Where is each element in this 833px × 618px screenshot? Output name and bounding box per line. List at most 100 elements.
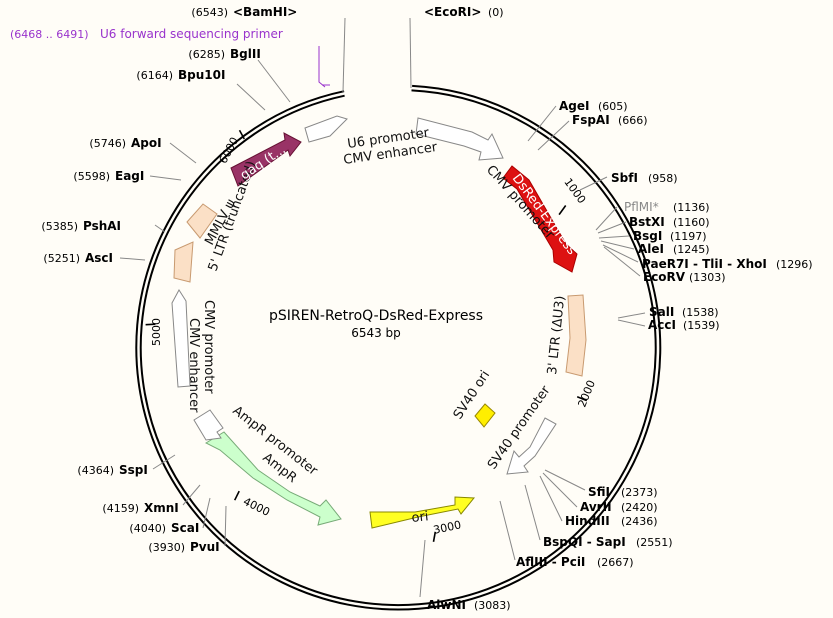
feature-arrow-cmv-enhancer-right [415,117,504,161]
site-name-ecori: <EcoRI> [424,5,481,19]
site-pos-sspi: (4364) [77,464,114,477]
site-name-pshai: PshAI [83,219,121,233]
tick-mark-6000 [238,129,246,140]
feature-label-cmv-enhancer-left: CMV enhancer [186,318,201,413]
leader-site-cluster-1100-1300 [595,206,641,277]
site-name-hindiii: HindIII [565,514,610,528]
feature-box-mmlv-psi [186,203,218,239]
site-name-bglii: BglII [230,47,261,61]
site-pos-hindiii: (2436) [621,515,658,528]
tick-label-3000: 3000 [432,518,462,537]
feature-arrow-ampr-promoter [193,409,224,441]
tick-label-5000: 5000 [150,318,163,346]
plasmid-name: pSIREN-RetroQ-DsRed-Express [269,308,483,324]
site-pos-bstxi: (1160) [673,216,710,229]
leader-bglii [257,59,291,103]
site-pos-acci: (1539) [683,319,720,332]
leader-xmni [182,484,201,506]
site-leader-lines [119,17,646,598]
feature-box-3ltr [565,294,587,377]
primer-name: U6 forward sequencing primer [100,27,283,41]
site-pos-asci: (5251) [43,252,80,265]
site-name-avrii: AvrII [580,500,612,514]
site-pos-fspai: (666) [618,114,648,127]
site-pos-paer7i-tlii-xhoi: (1296) [776,258,813,271]
leader-scai [202,497,211,529]
leader-ecori [409,17,412,89]
site-name-sfii: SfiI [588,485,610,499]
primer-range: (6468 .. 6491) [10,28,89,41]
leader-bamhi [342,17,346,93]
tick-mark-5000 [145,323,156,326]
leader-bpu10i [236,83,266,111]
feature-arrow-ampr [204,431,342,526]
site-name-pvui: PvuI [190,540,220,554]
leader-afliii [499,500,516,561]
site-labels-left: (6543) <BamHI> (6285) BglII (6164) Bpu10… [41,5,297,554]
site-name-sali: SalI [649,305,674,319]
leader-pvui [224,505,227,547]
site-pos-alwni: (3083) [474,599,511,612]
site-pos-agei: (605) [598,100,628,113]
site-name-sspi: SspI [119,463,148,477]
site-pos-bspqi-sapi: (2551) [636,536,673,549]
site-name-bamhi: <BamHI> [233,5,297,19]
tick-mark-1000 [558,205,567,216]
tick-mark-4000 [233,490,240,501]
tick-mark-2000 [576,396,588,402]
site-pos-sbfi: (958) [648,172,678,185]
site-name-pflmi: PflMI* [624,200,659,214]
site-name-paer7i-tlii-xhoi: PaeR7I - TliI - XhoI [642,257,767,271]
feature-box-5ltr [173,241,194,283]
features [171,115,587,529]
site-name-agei: AgeI [559,99,589,113]
site-pos-ecorv: (1303) [689,271,726,284]
site-pos-sali: (1538) [682,306,719,319]
site-name-acci: AccI [648,318,676,332]
leader-agei [527,105,557,142]
leader-sspi [152,454,176,470]
site-pos-xmni: (4159) [102,502,139,515]
feature-label-cmv-promoter-left: CMV promoter [201,300,216,394]
site-name-fspai: FspAI [572,113,610,127]
site-name-bspqi-sapi: BspQI - SapI [543,535,626,549]
site-name-xmni: XmnI [144,501,179,515]
leader-bspqi [524,484,541,541]
site-name-scai: ScaI [171,521,199,535]
site-pos-avrii: (2420) [621,501,658,514]
leader-asci [119,257,146,261]
site-name-ecorv: EcoRV [643,270,686,284]
site-name-bsgi: BsgI [633,229,662,243]
primer-annotation: (6468 .. 6491) U6 forward sequencing pri… [10,27,330,88]
site-pos-afliii-pcii: (2667) [597,556,634,569]
site-pos-ecori: (0) [488,6,504,19]
site-pos-pvui: (3930) [148,541,185,554]
site-pos-scai: (4040) [129,522,166,535]
leader-alwni [419,539,426,598]
feature-arrow-gag [230,132,302,187]
plasmid-size: 6543 bp [351,326,401,340]
site-pos-pflmi: (1136) [673,201,710,214]
site-name-afliii-pcii: AflIII - PciI [516,555,585,569]
leader-pshai [154,224,166,233]
feature-arrow-sv40-promoter [506,417,557,475]
site-pos-alei: (1245) [673,243,710,256]
site-name-asci: AscI [85,251,113,265]
site-name-alei: AleI [638,242,664,256]
plasmid-backbone [135,84,662,611]
feature-box-sv40-ori [474,403,496,428]
site-pos-eagi: (5598) [73,170,110,183]
site-pos-bsgi: (1197) [670,230,707,243]
site-labels-right: <EcoRI> (0) AgeI (605) FspAI (666) SbfI … [424,5,813,612]
primer-leader-line [318,46,330,88]
feature-arrow-ori [369,496,476,529]
site-name-sbfi: SbfI [611,171,638,185]
leader-sfii-avrii-hindiii [539,469,586,522]
site-name-alwni: AlwNI [427,598,466,612]
site-pos-apoi: (5746) [89,137,126,150]
tick-mark-3000 [432,531,437,542]
leader-sali-acci [617,312,646,327]
site-name-apoi: ApoI [131,136,162,150]
site-name-eagi: EagI [115,169,144,183]
